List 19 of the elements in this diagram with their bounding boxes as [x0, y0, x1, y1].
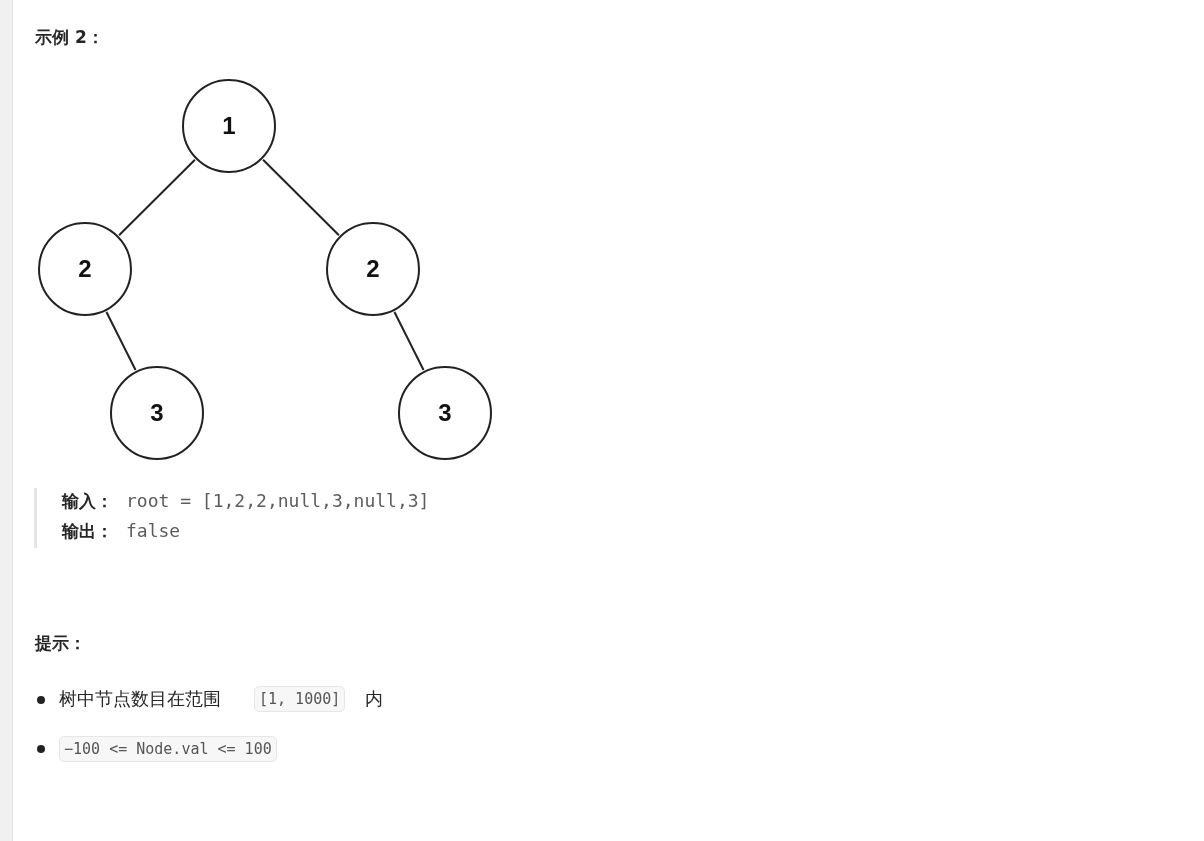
node-value: 3: [150, 399, 164, 427]
tree-edge: [118, 158, 196, 237]
tree-edge: [393, 310, 425, 372]
example-title: 示例 2：: [35, 26, 104, 49]
hint-heading: 提示：: [35, 632, 86, 655]
node-value: 2: [366, 255, 380, 283]
tree-edge: [105, 310, 137, 372]
node-value: 2: [78, 255, 92, 283]
input-label: 输入：: [62, 490, 113, 513]
node-value: 1: [222, 112, 236, 140]
output-label: 输出：: [62, 520, 113, 543]
inline-code: [1, 1000]: [254, 686, 346, 712]
tree-edge: [262, 158, 340, 237]
output-value: false: [126, 520, 181, 541]
inline-code: −100 <= Node.val <= 100: [59, 736, 277, 762]
constraint-text: 树中节点数目在范围: [59, 687, 221, 711]
constraint-text: 内: [365, 687, 383, 711]
input-value: root = [1,2,2,null,3,null,3]: [126, 490, 430, 511]
node-value: 3: [438, 399, 452, 427]
